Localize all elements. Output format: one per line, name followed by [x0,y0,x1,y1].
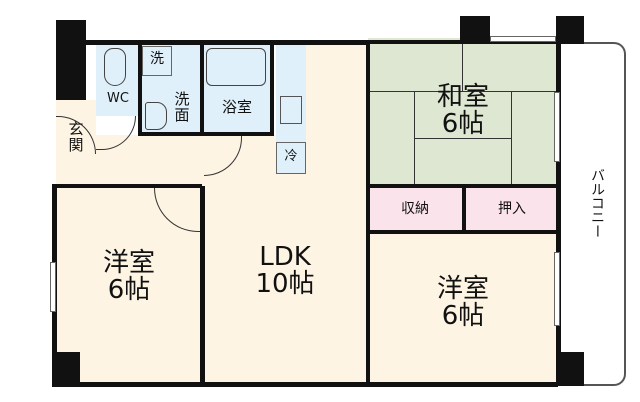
toilet-icon [104,48,126,86]
storage-floor [368,188,462,230]
pillar-top-left [56,20,86,100]
japanese-room-floor [368,38,558,184]
wall-bath-left [200,44,204,136]
balcony [584,42,626,386]
tatami-line [462,44,463,91]
japanese-room-name: 和室 [436,82,489,112]
balcony-label: バルコニー [589,168,605,238]
window-top-japanese [490,36,556,42]
ldk-size: 10帖 [255,269,315,300]
closet-floor [466,188,558,230]
laundry-label: 洗 [150,51,164,67]
western-room-left-name: 洋室 [102,248,155,278]
japanese-room-size: 6帖 [441,109,485,140]
sink-icon [145,102,167,130]
tatami-line [368,91,558,92]
wall-storage-mid [462,188,466,232]
stove-icon [280,96,302,124]
storage-label: 収納 [401,201,429,217]
washroom-label: 洗 面 [168,90,196,124]
western-room-left-size: 6帖 [107,275,151,306]
wc-label: WC [107,91,129,106]
wall-ldk-left [200,186,205,386]
window-right-room [554,252,560,326]
laundry-space [142,46,172,76]
wall-japanese-bottom [368,184,558,188]
wall-bath-right [270,44,274,136]
closet-label: 押入 [498,201,526,217]
fridge-space [276,142,306,174]
western-room-right-size: 6帖 [441,301,485,332]
bath-floor [202,44,272,134]
entrance-label-line1: 玄 [68,120,84,138]
ldk-upper-floor [306,44,368,186]
wall-top [56,40,368,45]
entrance-label-line2: 関 [68,135,84,154]
wall-ldk-right [366,44,370,386]
tatami-line [414,91,415,184]
western-room-right-name: 洋室 [436,274,489,304]
ldk-name: LDK [259,242,311,272]
pillar-bottom-left [52,352,80,386]
washroom-label-line1: 洗 [174,90,190,108]
western-room-right-label: 洋室 6帖 [368,274,558,332]
tatami-line [414,138,511,139]
tatami-line [511,91,512,184]
western-room-right-floor [368,234,558,386]
pillar-top-mid [460,16,490,44]
window-japanese [554,92,560,162]
fridge-label: 冷 [284,149,298,164]
bathtub-icon [206,48,266,86]
wall-storage-bottom [368,230,558,234]
japanese-room-label: 和室 6帖 [368,82,558,140]
western-room-left-label: 洋室 6帖 [56,248,202,306]
pillar-top-right [556,16,584,44]
window-left [50,262,56,312]
wall-bottom [52,382,558,387]
wall-wc-right [138,44,142,134]
wall-wet-bottom [138,132,274,136]
wall-hall-bottom [52,184,202,188]
entrance-label: 玄 関 [58,120,94,154]
bath-label: 浴室 [221,98,252,116]
wall-right [556,40,561,386]
ldk-label: LDK 10帖 [202,242,368,300]
washroom-label-line2: 面 [174,105,190,124]
ldk-floor [202,186,368,386]
